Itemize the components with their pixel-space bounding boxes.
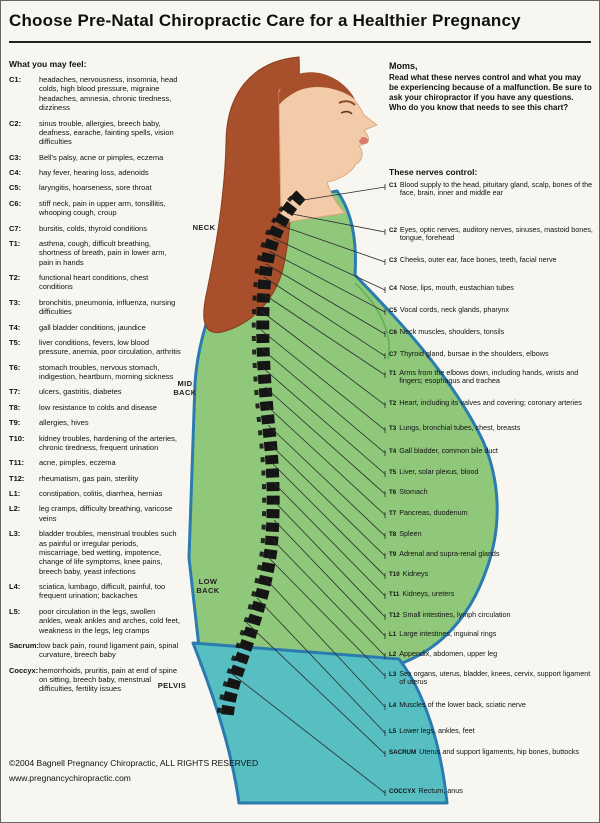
symptom-item: L2: leg cramps, difficulty breathing, va…: [9, 504, 181, 523]
vertebra-level-label: C5:: [9, 183, 22, 193]
hair-front: [279, 72, 355, 105]
vertebra-level-label: Coccyx:: [9, 665, 39, 675]
symptom-item: T1: asthma, cough, difficult breathing, …: [9, 239, 181, 267]
symptom-item: C3: Bell's palsy, acne or pimples, eczem…: [9, 153, 181, 162]
symptom-item: T3: bronchitis, pneumonia, influenza, nu…: [9, 298, 181, 317]
vertebra-level-label: Sacrum:: [9, 640, 40, 650]
vertebra-level-label: L2:: [9, 504, 21, 514]
figure-label-pelvis: PELVIS: [157, 681, 187, 690]
symptom-text: Bell's palsy, acne or pimples, eczema: [39, 152, 164, 162]
symptom-text: kidney troubles, hardening of the arteri…: [39, 433, 177, 452]
vertebra-level-label: L4:: [9, 582, 21, 591]
symptom-text: stiff neck, pain in upper arm, tonsillit…: [39, 198, 166, 218]
symptom-text: bladder troubles, menstrual troubles suc…: [39, 529, 177, 576]
vertebra-level-label: L3:: [9, 529, 21, 539]
vertebra-level-label: T4:: [9, 322, 21, 332]
symptom-item: T4: gall bladder conditions, jaundice: [9, 323, 181, 332]
symptom-column-heading: What you may feel:: [9, 59, 87, 69]
moms-note: Moms, Read what these nerves control and…: [389, 61, 592, 113]
vertebra-level-label: T9:: [9, 418, 21, 428]
figure-label-mid-back: MID BACK: [173, 379, 197, 397]
symptom-item: T2: functional heart conditions, chest c…: [9, 273, 181, 292]
symptom-item: T10: kidney troubles, hardening of the a…: [9, 434, 181, 453]
symptom-item: Sacrum: low back pain, round ligament pa…: [9, 641, 181, 660]
symptom-item: T8: low resistance to colds and disease: [9, 403, 181, 412]
vertebra-level-label: L5:: [9, 606, 21, 616]
symptom-text: rheumatism, gas pain, sterility: [39, 473, 139, 483]
symptom-text: low back pain, round ligament pain, spin…: [39, 640, 179, 660]
symptom-text: stomach troubles, nervous stomach, indig…: [39, 362, 174, 381]
symptom-text: bursitis, colds, thyroid conditions: [39, 223, 147, 233]
symptom-text: leg cramps, difficulty breathing, varico…: [39, 504, 173, 523]
figure-label-neck: NECK: [192, 223, 216, 232]
eye-icon: [340, 110, 353, 115]
moms-note-text: Read what these nerves control and what …: [389, 73, 592, 112]
nerves-control-heading: These nerves control:: [389, 167, 478, 177]
vertebra-level-label: L1:: [9, 489, 21, 498]
vertebra-level-label: T7:: [9, 387, 21, 397]
page-title: Choose Pre-Natal Chiropractic Care for a…: [9, 11, 591, 43]
symptom-text: hemorrhoids, pruritis, pain at end of sp…: [39, 665, 177, 694]
lips: [359, 137, 369, 145]
vertebra-level-label: C2:: [9, 118, 22, 128]
footer-website: www.pregnancychiropractic.com: [9, 773, 131, 783]
symptom-item: L4: sciatica, lumbago, difficult, painfu…: [9, 582, 181, 601]
vertebra-level-label: T1:: [9, 238, 21, 248]
footer: ©2004 Bagnell Pregnancy Chiropractic, AL…: [9, 758, 258, 783]
symptom-item: C5: laryngitis, hoarseness, sore throat: [9, 183, 181, 192]
symptom-item: T12: rheumatism, gas pain, sterility: [9, 474, 181, 483]
face: [278, 76, 379, 224]
eyebrow: [338, 100, 356, 106]
vertebra-level-label: C6:: [9, 198, 22, 208]
symptom-text: allergies, hives: [39, 418, 89, 428]
vertebra-level-label: T5:: [9, 337, 21, 347]
symptom-item: C2: sinus trouble, allergies, breech bab…: [9, 119, 181, 147]
symptom-text: asthma, cough, difficult breathing, shor…: [39, 238, 167, 267]
vertebra-level-label: C7:: [9, 223, 22, 233]
symptom-item: L5: poor circulation in the legs, swolle…: [9, 607, 181, 635]
vertebra-level-label: T8:: [9, 402, 21, 412]
symptom-item: C7: bursitis, colds, thyroid conditions: [9, 224, 181, 233]
symptom-item: L3: bladder troubles, menstrual troubles…: [9, 529, 181, 576]
symptom-item: T5: liver conditions, fevers, low blood …: [9, 338, 181, 357]
symptom-item: C4: hay fever, hearing loss, adenoids: [9, 168, 181, 177]
symptom-item: T11: acne, pimples, eczema: [9, 458, 181, 467]
symptom-text: constipation, colitis, diarrhea, hernias: [39, 489, 163, 498]
symptom-text: gall bladder conditions, jaundice: [39, 322, 146, 332]
vertebra-level-label: T2:: [9, 273, 21, 282]
moms-note-heading: Moms,: [389, 61, 418, 71]
symptom-text: liver conditions, fevers, low blood pres…: [39, 337, 181, 357]
symptom-item: Coccyx: hemorrhoids, pruritis, pain at e…: [9, 666, 181, 694]
symptom-item: C6: stiff neck, pain in upper arm, tonsi…: [9, 199, 181, 218]
vertebra-level-label: C4:: [9, 168, 22, 177]
symptom-item: C1: headaches, nervousness, insomnia, he…: [9, 75, 181, 113]
vertebra-level-label: C3:: [9, 152, 22, 162]
vertebra-level-label: T3:: [9, 297, 21, 307]
symptom-column: What you may feel: C1: headaches, nervou…: [9, 59, 181, 700]
vertebra-level-label: T12:: [9, 473, 25, 483]
symptom-text: acne, pimples, eczema: [39, 458, 116, 468]
symptom-text: headaches, nervousness, insomnia, head c…: [39, 75, 178, 113]
vertebra-level-label: T6:: [9, 362, 21, 372]
symptom-item: T7: ulcers, gastritis, diabetes: [9, 387, 181, 396]
symptom-item: T9: allergies, hives: [9, 418, 181, 427]
symptom-text: poor circulation in the legs, swollen an…: [39, 606, 180, 635]
symptom-list: C1: headaches, nervousness, insomnia, he…: [9, 75, 181, 694]
symptom-text: hay fever, hearing loss, adenoids: [39, 168, 149, 177]
symptom-text: bronchitis, pneumonia, influenza, nursin…: [39, 297, 176, 317]
symptom-text: laryngitis, hoarseness, sore throat: [39, 183, 152, 193]
vertebra-level-label: T11:: [9, 458, 25, 468]
symptom-text: functional heart conditions, chest condi…: [39, 273, 149, 292]
footer-copyright: ©2004 Bagnell Pregnancy Chiropractic, AL…: [9, 758, 259, 768]
vertebra-level-label: T10:: [9, 433, 25, 443]
figure-label-low-back: LOW BACK: [196, 577, 220, 595]
symptom-text: ulcers, gastritis, diabetes: [39, 387, 122, 397]
vertebra-level-label: C1:: [9, 75, 22, 84]
symptom-item: T6: stomach troubles, nervous stomach, i…: [9, 363, 181, 382]
symptom-text: low resistance to colds and disease: [39, 402, 157, 412]
symptom-item: L1: constipation, colitis, diarrhea, her…: [9, 489, 181, 498]
symptom-text: sinus trouble, allergies, breech baby, d…: [39, 118, 174, 147]
symptom-text: sciatica, lumbago, difficult, painful, t…: [39, 582, 166, 601]
